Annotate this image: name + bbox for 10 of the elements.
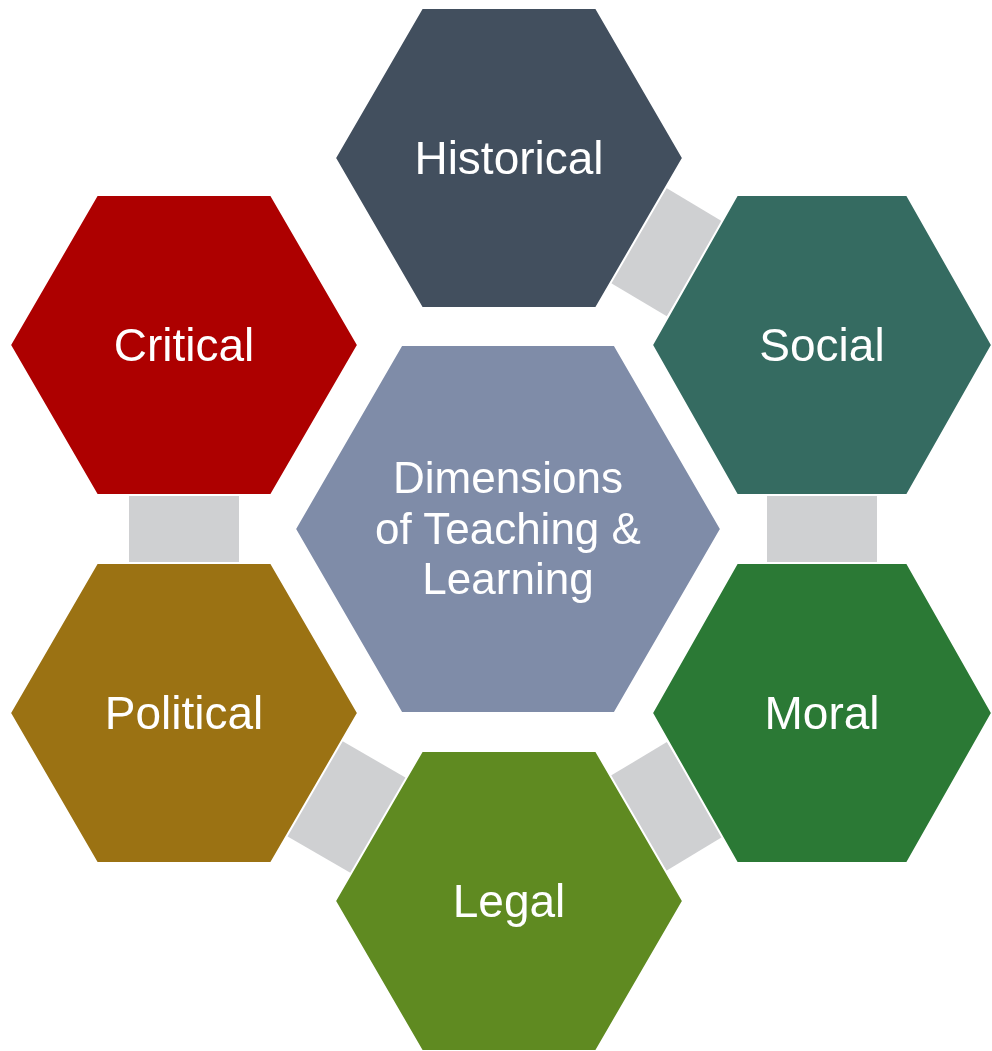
hexagon-label: Moral (764, 686, 880, 740)
connector-band (129, 495, 239, 563)
hexagon-label: Political (104, 686, 264, 740)
hexagon-label: Historical (414, 131, 604, 185)
connector-band (286, 740, 407, 874)
hexagon-label: Critical (113, 318, 255, 372)
connector-band (767, 495, 877, 563)
hexagon-label: Dimensions of Teaching & Learning (374, 453, 642, 605)
hexagon-label: Social (759, 318, 885, 372)
hexagon-label: Legal (452, 874, 566, 928)
